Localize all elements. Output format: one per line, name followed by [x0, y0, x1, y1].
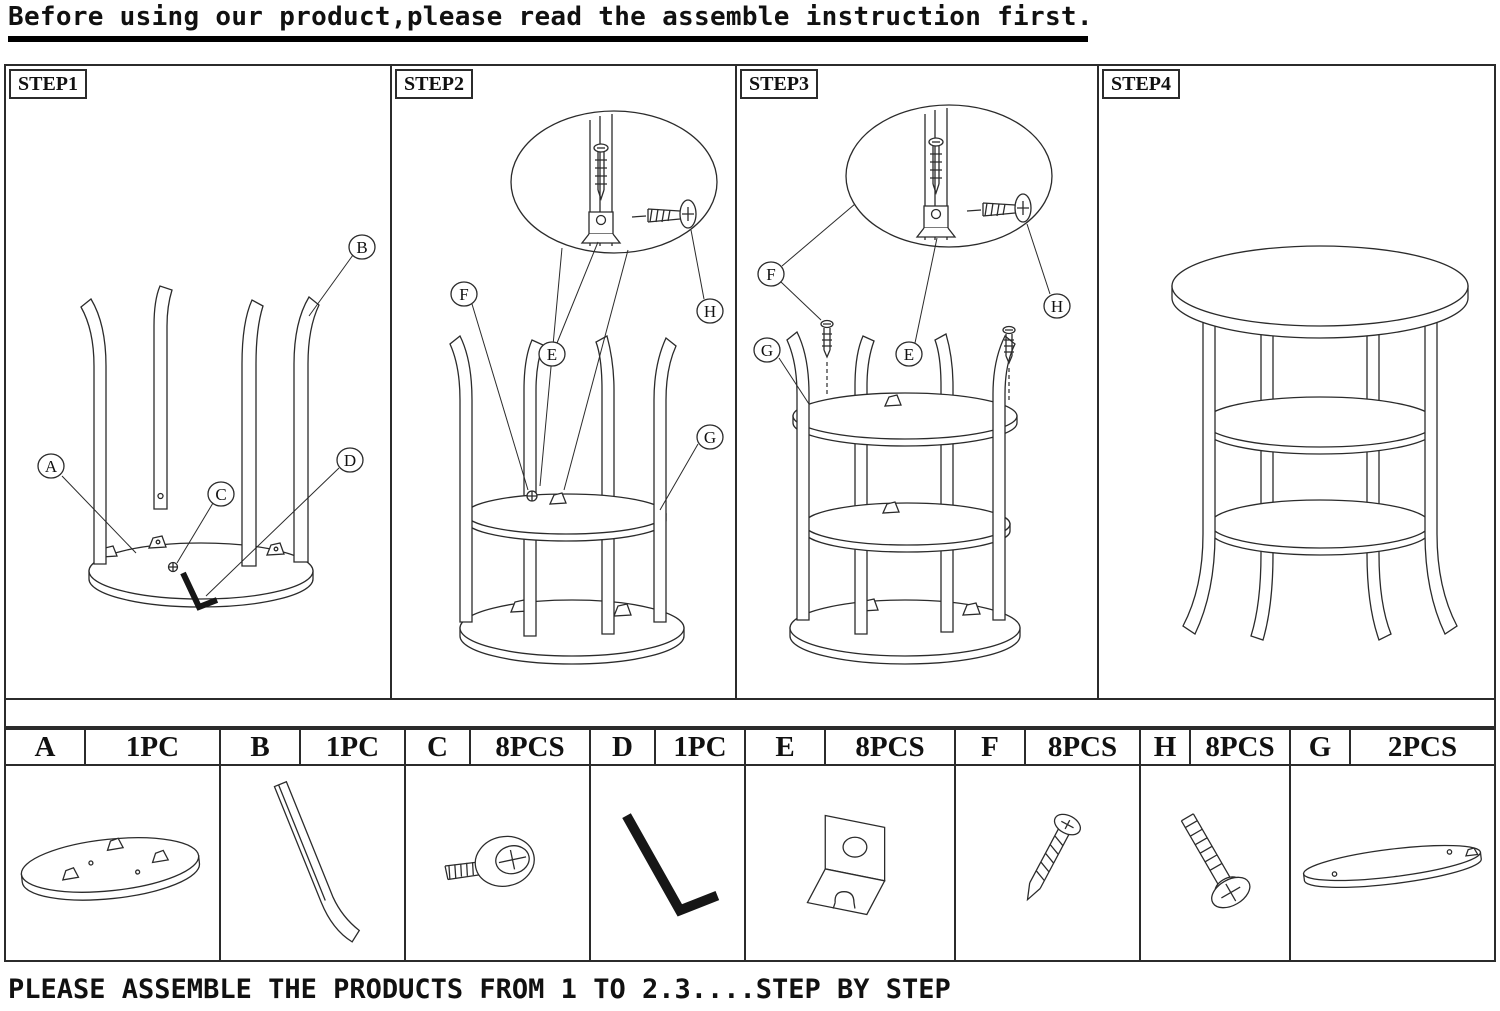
back-legs-drawing	[854, 333, 954, 635]
bolt-part-drawing	[1180, 813, 1251, 909]
part-a-cell	[6, 766, 221, 960]
callout-g	[753, 337, 781, 363]
part-f-cell	[956, 766, 1141, 960]
front-legs-drawing	[449, 334, 677, 623]
middle-shelf-drawing	[465, 490, 667, 542]
step2-diagram: F E H G	[449, 110, 724, 665]
callout-f	[450, 281, 478, 307]
callout-h-letter: H	[704, 302, 716, 321]
legs-drawing	[80, 285, 320, 567]
part-c-cell	[406, 766, 591, 960]
middle-shelf-drawing	[803, 501, 1011, 553]
back-legs-drawing	[523, 335, 615, 637]
loose-screw-left	[820, 319, 834, 394]
callout-h	[696, 298, 724, 324]
callout-e	[895, 341, 923, 367]
bottom-shelf-drawing	[88, 542, 314, 608]
part-qty-h: 8PCS	[1191, 730, 1291, 764]
callout-h	[1043, 293, 1071, 319]
step4-diagram	[1171, 245, 1469, 641]
l-bracket-part-drawing	[806, 814, 886, 916]
callout-g	[696, 424, 724, 450]
part-letter-c: C	[406, 730, 471, 764]
middle-shelf-drawing	[1203, 396, 1437, 455]
step4-panel: STEP4	[1099, 66, 1494, 700]
zoom-detail	[510, 110, 718, 254]
table-top-drawing	[1171, 245, 1469, 339]
callout-a-letter: A	[45, 457, 58, 476]
allen-key-drawing	[180, 571, 219, 611]
step3-label: STEP3	[740, 69, 819, 99]
parts-illustrations	[4, 766, 1496, 962]
bottom-shelf-drawing	[459, 599, 685, 665]
front-legs-drawing	[786, 330, 1016, 621]
allen-key-part-drawing	[622, 813, 720, 917]
step2-label: STEP2	[395, 69, 474, 99]
part-g-cell	[1291, 766, 1494, 960]
footer-note: PLEASE ASSEMBLE THE PRODUCTS FROM 1 TO 2…	[8, 974, 951, 1005]
callout-c-letter: C	[215, 485, 226, 504]
part-qty-c: 8PCS	[471, 730, 591, 764]
part-letter-e: E	[746, 730, 826, 764]
step1-label: STEP1	[9, 69, 88, 99]
step1-panel: STEP1	[6, 66, 392, 700]
step3-diagram: F G E H	[753, 104, 1071, 665]
part-qty-f: 8PCS	[1026, 730, 1141, 764]
part-h-cell	[1141, 766, 1291, 960]
callout-e-letter: E	[904, 345, 914, 364]
step3-panel: STEP3	[737, 66, 1099, 700]
step4-label: STEP4	[1102, 69, 1181, 99]
callout-a	[37, 453, 65, 479]
callout-g-letter: G	[704, 428, 716, 447]
part-e-cell	[746, 766, 956, 960]
step1-diagram: A B C D	[37, 234, 376, 611]
screw-mark	[167, 561, 179, 573]
part-letter-a: A	[6, 730, 86, 764]
bottom-shelf-drawing	[789, 598, 1021, 665]
step2-panel: STEP2	[392, 66, 737, 700]
callout-b	[348, 234, 376, 260]
part-qty-a: 1PC	[86, 730, 221, 764]
bolt-in-zoom	[631, 199, 697, 229]
step3-callouts: F G E H	[753, 203, 1071, 405]
callout-f-letter: F	[766, 265, 775, 284]
parts-table: A 1PC B 1PC C 8PCS D 1PC E 8PCS F 8PCS H…	[4, 728, 1496, 766]
part-letter-g: G	[1291, 730, 1351, 764]
part-letter-d: D	[591, 730, 656, 764]
part-letter-b: B	[221, 730, 301, 764]
part-qty-b: 1PC	[301, 730, 406, 764]
callout-c	[207, 481, 235, 507]
bottom-shelf-part-drawing	[20, 837, 201, 901]
callout-e	[538, 341, 566, 367]
part-letter-f: F	[956, 730, 1026, 764]
bolt-washer-part-drawing	[444, 835, 535, 887]
callout-f-letter: F	[459, 285, 468, 304]
steps-container: STEP1	[4, 64, 1496, 728]
part-qty-d: 1PC	[656, 730, 746, 764]
page-title: Before using our product,please read the…	[8, 2, 1093, 42]
back-legs-drawing	[1250, 317, 1392, 641]
callout-d	[336, 447, 364, 473]
callout-b-letter: B	[356, 238, 367, 257]
leg-part-drawing	[273, 780, 361, 943]
callout-f	[757, 261, 785, 287]
upper-shelf-drawing	[792, 392, 1018, 447]
part-b-cell	[221, 766, 406, 960]
callout-h-letter: H	[1051, 297, 1063, 316]
part-letter-h: H	[1141, 730, 1191, 764]
part-qty-g: 2PCS	[1387, 730, 1458, 763]
part-qty-e: 8PCS	[826, 730, 956, 764]
step2-callouts: F E H G	[450, 229, 724, 511]
loose-screw-right	[1002, 325, 1016, 400]
screw-part-drawing	[1026, 813, 1082, 902]
part-d-cell	[591, 766, 746, 960]
shelf-part-drawing	[1302, 844, 1482, 889]
callout-d-letter: D	[344, 451, 356, 470]
front-legs-drawing	[1182, 313, 1458, 635]
lower-shelf-drawing	[1209, 499, 1431, 556]
step1-callouts: A B C D	[37, 234, 376, 597]
callout-e-letter: E	[547, 345, 557, 364]
callout-g-letter: G	[761, 341, 773, 360]
